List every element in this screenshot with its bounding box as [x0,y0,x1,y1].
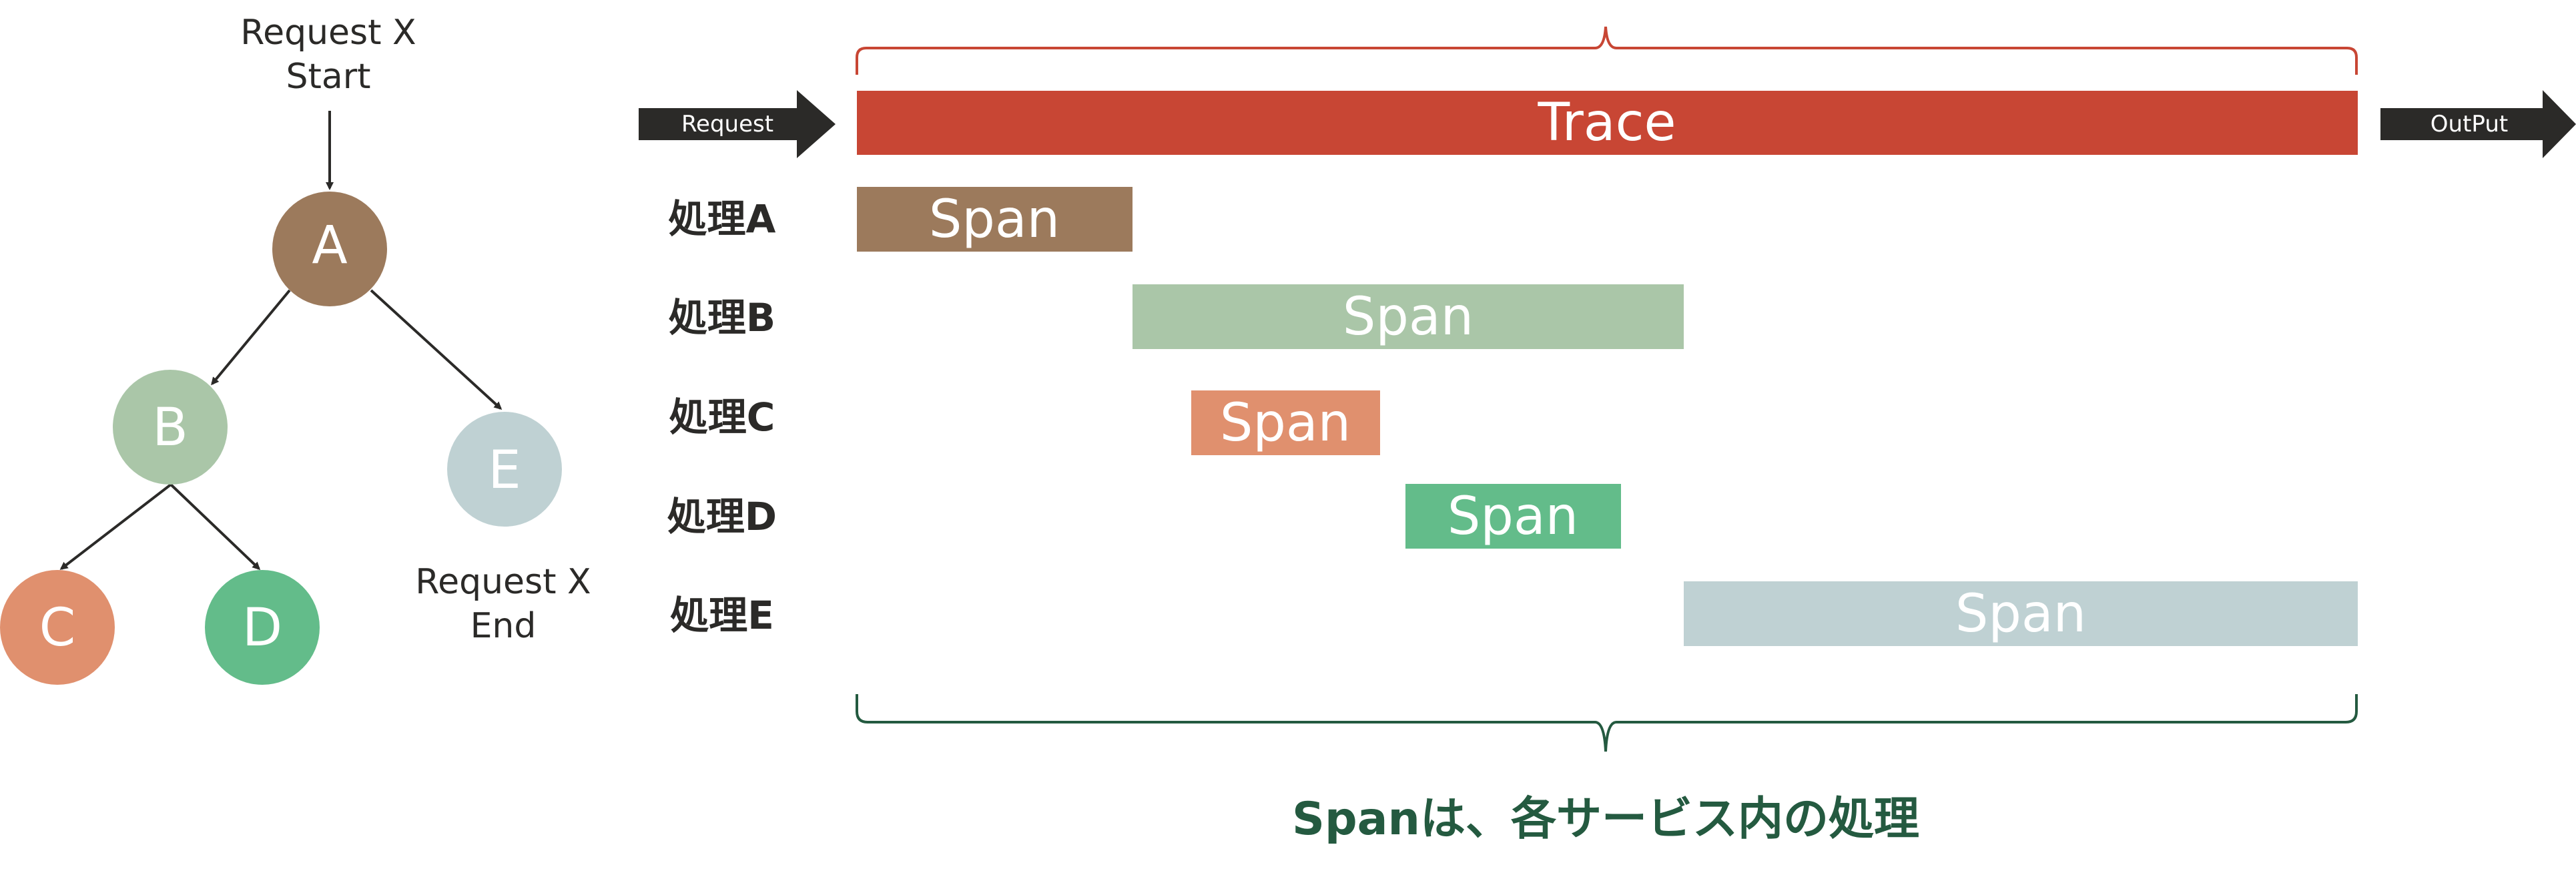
span-c [1191,390,1380,455]
span-a [857,187,1133,252]
node-a-label: A [312,216,347,276]
node-d: D [205,570,320,685]
trace-bar: Trace [857,91,2358,155]
node-d-label: D [242,598,282,658]
node-b-label: B [152,398,188,458]
row-b-label: 処理B [669,295,775,340]
span-e-label: Span [1955,584,2086,644]
end-label-line1: Request X [415,562,591,602]
span-d-label: Span [1447,487,1578,547]
node-c-label: C [39,598,75,658]
trace-top-brace [856,26,2358,75]
row-c-label: 処理C [669,394,775,440]
output-arrow-label: OutPut [2431,111,2508,137]
span-b-label: Span [1343,287,1474,347]
node-c: C [0,570,115,685]
span-bottom-brace [856,694,2358,752]
request-arrow-label: Request [681,111,773,137]
row-a: 処理A Span [669,187,1133,252]
row-c: 処理C Span [669,390,1380,455]
row-d-label: 処理D [667,494,777,539]
trace-label: Trace [1538,93,1676,153]
start-label-line2: Start [286,57,370,97]
span-d [1405,484,1621,549]
row-e: 処理E Span [670,581,2358,646]
row-d: 処理D Span [667,484,1621,549]
edge-b-d [170,483,261,571]
node-e: E [447,412,562,527]
node-e-label: E [488,441,521,501]
output-arrow: OutPut [2380,90,2576,158]
row-b: 処理B Span [669,284,1684,349]
span-b [1133,284,1684,349]
timeline: Request Trace OutPut 処理A Span 処理B Span 処… [639,26,2576,846]
span-e [1684,581,2358,646]
end-label-line2: End [470,606,537,646]
node-a: A [272,192,387,306]
row-e-label: 処理E [670,593,774,638]
node-b: B [113,370,228,485]
request-input-arrow: Request [639,90,836,158]
edge-a-e [370,289,503,410]
call-tree: Request X Start A B E C D Request X [0,13,591,685]
span-a-label: Span [929,190,1060,250]
row-a-label: 処理A [669,196,776,242]
start-label-line1: Request X [240,13,416,53]
edge-a-b [211,289,291,386]
span-caption: Spanは、各サービス内の処理 [1292,793,1919,846]
edge-b-c [59,483,172,570]
span-c-label: Span [1220,393,1351,453]
